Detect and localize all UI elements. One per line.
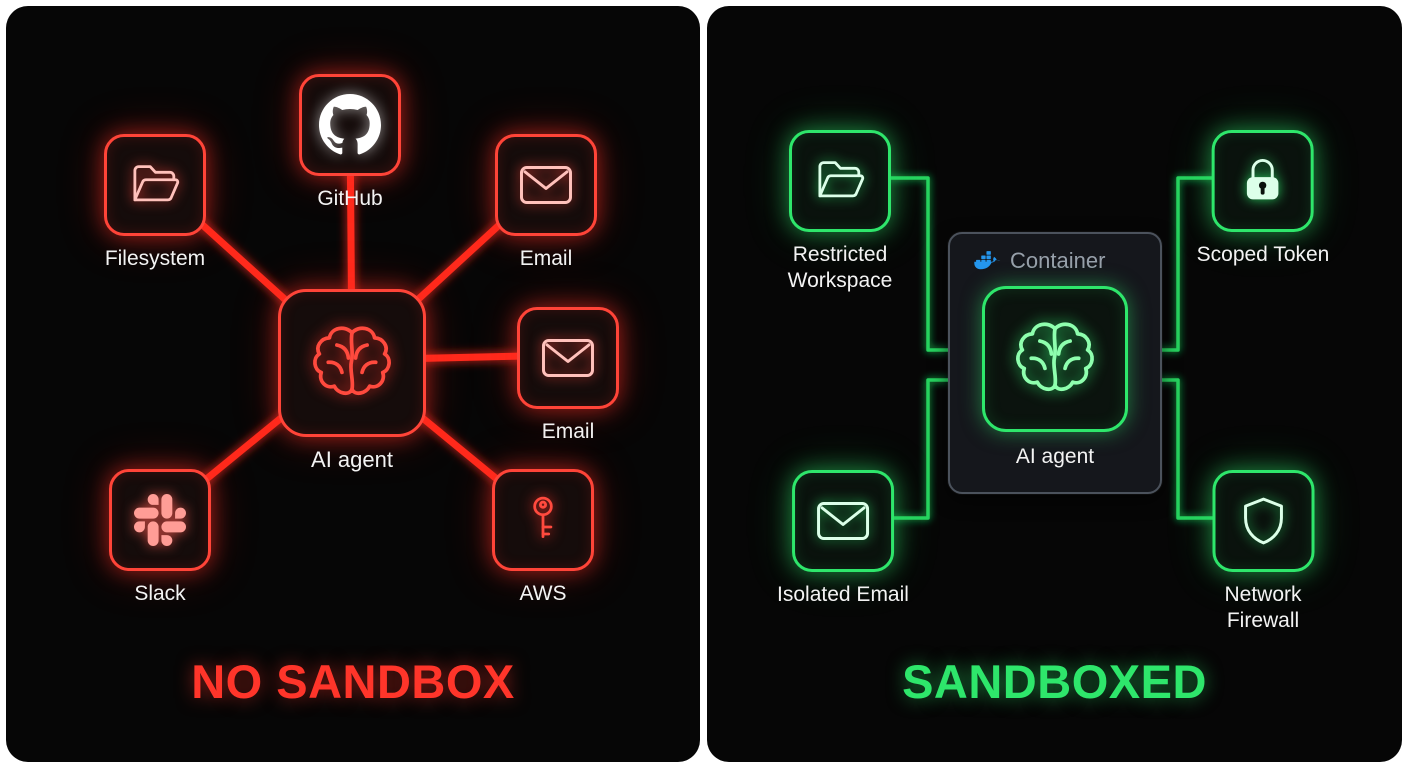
brain-icon	[313, 326, 391, 396]
slack-box	[109, 469, 211, 571]
node-network-firewall: Network Firewall	[1191, 470, 1336, 633]
folder-icon	[818, 161, 865, 198]
filesystem-box	[104, 134, 206, 236]
node-label: Slack	[134, 582, 186, 605]
node-label: GitHub	[317, 187, 383, 210]
lock-icon	[1247, 158, 1279, 200]
container-header: Container	[950, 234, 1160, 274]
node-label: Filesystem	[104, 247, 206, 270]
title-no-sandbox: NO SANDBOX	[191, 655, 515, 708]
email-box	[517, 307, 619, 409]
node-slack: Slack	[109, 469, 211, 607]
node-restricted-workspace: Restricted Workspace	[745, 130, 935, 293]
node-email-right: Email	[517, 307, 619, 445]
email-icon	[817, 502, 869, 540]
email-icon	[542, 339, 594, 377]
key-icon	[533, 496, 553, 539]
node-scoped-token: Scoped Token	[1196, 130, 1330, 268]
node-label: AWS	[519, 582, 567, 605]
node-label: Network Firewall	[1224, 583, 1302, 632]
node-ai-agent: AI agent	[278, 289, 426, 474]
node-github: GitHub	[299, 74, 401, 212]
brain-icon	[1016, 322, 1094, 392]
node-isolated-email: Isolated Email	[777, 470, 909, 608]
workspace-box	[789, 130, 891, 232]
isolated-email-box	[792, 470, 894, 572]
node-filesystem: Filesystem	[104, 134, 206, 272]
slack-icon	[134, 494, 186, 546]
shield-icon	[1243, 497, 1283, 545]
folder-icon	[133, 165, 180, 202]
email-icon	[520, 166, 572, 204]
node-label: AI agent	[311, 447, 393, 472]
firewall-box	[1212, 470, 1314, 572]
github-icon	[319, 94, 381, 155]
title-sandboxed: SANDBOXED	[902, 655, 1207, 708]
github-box	[299, 74, 401, 176]
node-label: Isolated Email	[777, 583, 909, 606]
node-aws: AWS	[492, 469, 594, 607]
node-ai-agent-sandboxed: AI agent	[982, 286, 1128, 470]
node-label: AI agent	[1015, 445, 1095, 468]
aws-box	[492, 469, 594, 571]
ai-agent-box	[278, 289, 426, 437]
node-label: Email	[519, 247, 573, 270]
email-box	[495, 134, 597, 236]
token-box	[1212, 130, 1314, 232]
node-label: Email	[541, 420, 595, 443]
ai-agent-box	[982, 286, 1128, 432]
container-label: Container	[1010, 248, 1106, 273]
node-label: Restricted Workspace	[787, 243, 893, 292]
node-label: Scoped Token	[1196, 243, 1330, 266]
container-box: Container AI agent	[948, 232, 1162, 494]
node-email-top: Email	[495, 134, 597, 272]
docker-icon	[974, 250, 1001, 269]
